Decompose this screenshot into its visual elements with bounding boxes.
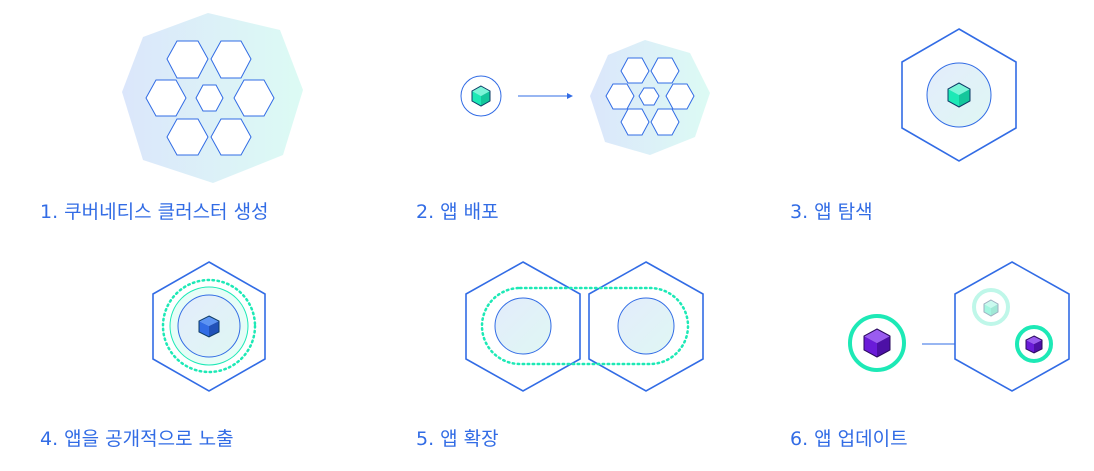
step-5-illustration (460, 255, 710, 400)
step-6-label: 6. 앱 업데이트 (790, 428, 908, 450)
step-3-illustration (895, 25, 1025, 170)
app-cube-icon (947, 82, 971, 108)
step-5-label: 5. 앱 확장 (416, 428, 499, 450)
deploy-icon (460, 40, 710, 155)
step-3-label: 3. 앱 탐색 (790, 201, 873, 223)
app-cube-icon-purple (863, 328, 891, 358)
scale-icon (465, 261, 704, 392)
app-cube-icon-purple-small (1025, 335, 1043, 354)
update-icon (848, 261, 1070, 392)
expose-icon (152, 261, 266, 392)
step-4-illustration (145, 255, 275, 400)
step-4-label: 4. 앱을 공개적으로 노출 (40, 428, 234, 450)
app-cube-icon (471, 85, 491, 107)
app-cube-icon-faded (983, 299, 999, 317)
explore-icon (901, 28, 1017, 162)
cluster-icon (122, 13, 303, 183)
step-2-illustration (455, 40, 725, 160)
step-1-label: 1. 쿠버네티스 클러스터 생성 (40, 201, 269, 223)
step-6-illustration (840, 255, 1080, 400)
app-cube-icon (198, 315, 220, 338)
step-2-label: 2. 앱 배포 (416, 201, 499, 223)
step-1-illustration (110, 10, 320, 190)
